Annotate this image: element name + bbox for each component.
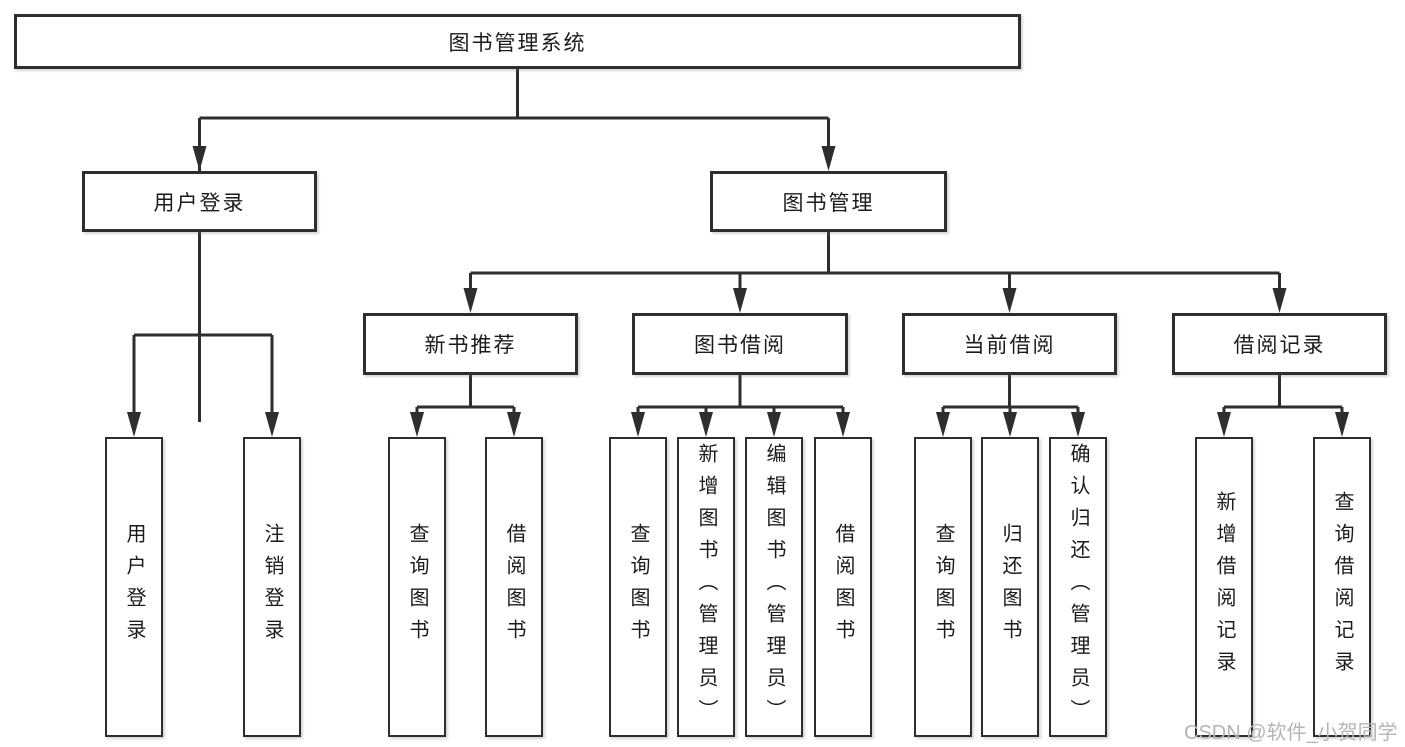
- arrowhead-down-icon: [733, 288, 747, 313]
- arrowhead-down-icon: [192, 146, 207, 171]
- leaf-user-login: 用户登录: [105, 437, 163, 737]
- leaf-label: 查询图书: [627, 523, 649, 651]
- node-book-management: 图书管理: [710, 171, 947, 232]
- arrowhead-down-icon: [631, 412, 645, 437]
- arrowhead-down-icon: [836, 412, 850, 437]
- leaf-borrow-books: 借阅图书: [485, 437, 543, 737]
- arrowhead-down-icon: [767, 412, 781, 437]
- leaf-query-books: 查询图书: [609, 437, 667, 737]
- connector-root-to-level2: [198, 69, 830, 422]
- connector-book-management-to-sections: [469, 232, 1281, 298]
- arrowhead-down-icon: [821, 146, 836, 171]
- node-label: 新书推荐: [424, 334, 517, 357]
- leaf-return-books: 归还图书: [981, 437, 1039, 737]
- leaf-edit-books-admin: 编辑图书（管理员）: [745, 437, 803, 737]
- leaf-query-borrow-record: 查询借阅记录: [1313, 437, 1371, 737]
- leaf-label: 编辑图书（管理员）: [763, 443, 785, 731]
- leaf-logout: 注销登录: [243, 437, 301, 737]
- leaf-query-books: 查询图书: [914, 437, 972, 737]
- connector-book-borrow-group: [636, 375, 845, 422]
- arrowhead-down-icon: [1217, 412, 1231, 437]
- arrowhead-down-icon: [507, 412, 521, 437]
- node-new-book-recommend: 新书推荐: [363, 313, 578, 375]
- leaf-query-books: 查询图书: [388, 437, 446, 737]
- leaf-label: 新增图书（管理员）: [695, 443, 717, 731]
- arrowhead-down-icon: [1003, 412, 1017, 437]
- node-library-management-system: 图书管理系统: [14, 14, 1021, 69]
- arrowhead-down-icon: [936, 412, 950, 437]
- arrowhead-down-icon: [127, 412, 141, 437]
- leaf-label: 新增借阅记录: [1213, 491, 1235, 683]
- arrowhead-down-icon: [699, 412, 713, 437]
- leaf-label: 确认归还（管理员）: [1067, 443, 1089, 731]
- arrowhead-down-icon: [1002, 288, 1017, 313]
- leaf-add-borrow-record: 新增借阅记录: [1195, 437, 1253, 737]
- leaf-label: 注销登录: [261, 523, 283, 651]
- leaf-label: 归还图书: [999, 523, 1021, 651]
- arrowheads-group: [127, 146, 1349, 437]
- leaf-label: 借阅图书: [832, 523, 854, 651]
- connector-new-book-group: [415, 375, 516, 422]
- leaf-label: 借阅图书: [503, 523, 525, 651]
- node-label: 当前借阅: [963, 334, 1056, 357]
- leaf-label: 用户登录: [123, 523, 145, 651]
- node-book-borrowing: 图书借阅: [632, 313, 848, 375]
- node-label: 图书借阅: [694, 334, 786, 357]
- arrowhead-down-icon: [265, 412, 279, 437]
- arrowhead-down-icon: [463, 288, 478, 313]
- leaf-label: 查询图书: [406, 523, 428, 651]
- node-label: 图书管理系统: [448, 31, 587, 55]
- leaf-add-books-admin: 新增图书（管理员）: [677, 437, 735, 737]
- arrowhead-down-icon: [1071, 412, 1085, 437]
- leaf-borrow-books: 借阅图书: [814, 437, 872, 737]
- node-label: 借阅记录: [1233, 334, 1326, 357]
- arrowhead-down-icon: [410, 412, 424, 437]
- node-user-login: 用户登录: [82, 171, 317, 232]
- node-label: 图书管理: [782, 191, 875, 215]
- arrowhead-down-icon: [1335, 412, 1349, 437]
- leaf-label: 查询借阅记录: [1331, 491, 1353, 683]
- leaf-label: 查询图书: [932, 523, 954, 651]
- connector-user-login-group: [132, 232, 274, 422]
- node-current-borrowing: 当前借阅: [902, 313, 1117, 375]
- connector-borrow-record-group: [1222, 375, 1344, 422]
- node-borrowing-records: 借阅记录: [1172, 313, 1387, 375]
- leaf-confirm-return-admin: 确认归还（管理员）: [1049, 437, 1107, 737]
- node-label: 用户登录: [153, 191, 246, 215]
- arrowhead-down-icon: [1272, 288, 1287, 313]
- csdn-watermark: CSDN @软件_小贺同学: [1184, 722, 1398, 744]
